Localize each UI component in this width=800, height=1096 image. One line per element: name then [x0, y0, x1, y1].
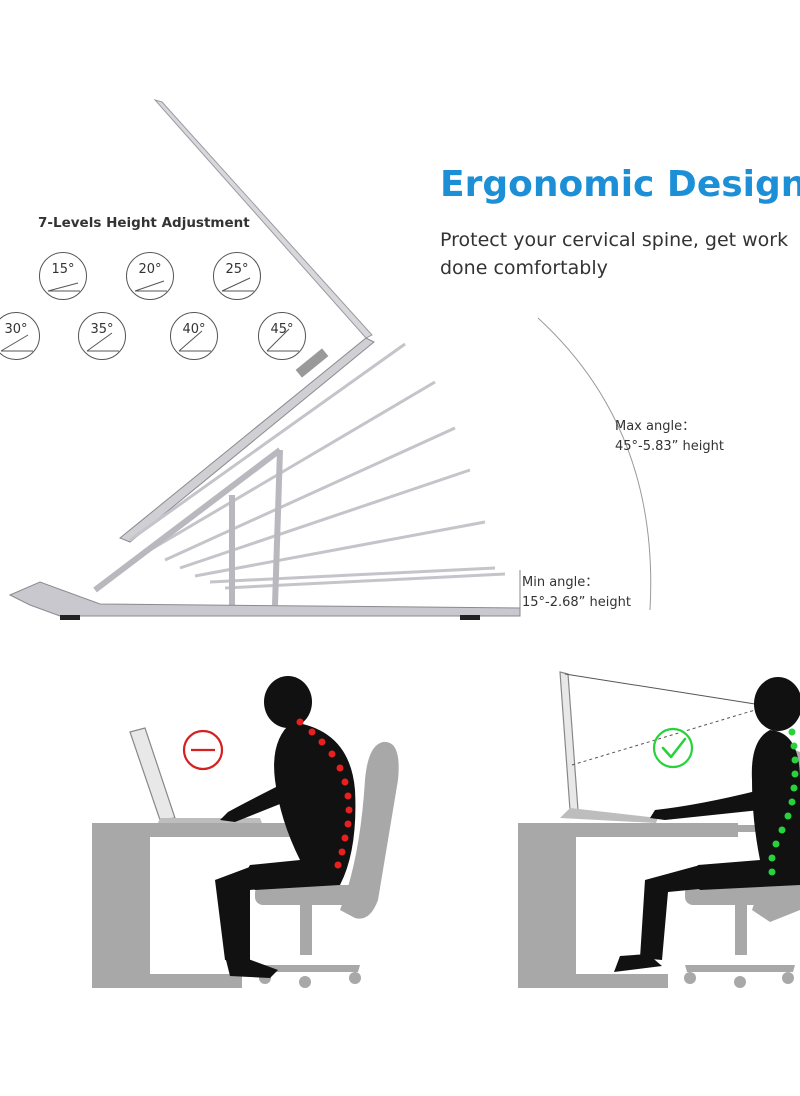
angle-label: 45°: [270, 322, 294, 337]
rubber-foot: [60, 615, 80, 620]
good-posture-scene: [518, 671, 800, 988]
stand-struts: [93, 447, 283, 606]
laptop-screen: [153, 99, 373, 339]
min-angle-label: Min angle：: [522, 575, 599, 590]
subtitle-line-2: done comfortably: [440, 257, 608, 279]
angle-arc: [537, 317, 652, 611]
angle-wedge-icon: [266, 328, 299, 352]
angle-wedge-icon: [86, 332, 119, 352]
laptop-base: [119, 337, 375, 543]
max-angle-value: 45°-5.83” height: [615, 439, 724, 454]
stand-base: [8, 581, 521, 617]
subtitle-line-1: Protect your cervical spine, get work: [440, 229, 789, 251]
angle-wedge-icon: [0, 334, 33, 352]
angle-circle-30: 30°: [0, 312, 40, 360]
levels-title: 7-Levels Height Adjustment: [38, 215, 250, 231]
sight-line: [571, 709, 756, 766]
angle-label: 35°: [90, 322, 114, 337]
laptop-base: [158, 818, 262, 823]
subtitle: Protect your cervical spine, get work do…: [440, 226, 800, 282]
angle-wedge-icon: [221, 277, 254, 292]
angle-circle-45: 45°: [258, 312, 306, 360]
person-silhouette: [215, 676, 356, 978]
angle-label: 30°: [4, 322, 28, 337]
angle-wedge-icon: [47, 282, 80, 292]
angle-circle-25: 25°: [213, 252, 261, 300]
spine-indicator-good: [768, 728, 799, 876]
stand-trays: [129, 342, 506, 590]
angle-circle-15: 15°: [39, 252, 87, 300]
max-angle-note: Max angle： 45°-5.83” height: [615, 417, 724, 457]
min-angle-note: Min angle： 15°-2.68” height: [522, 573, 631, 613]
angle-wedge-icon: [178, 330, 211, 352]
angle-circle-40: 40°: [170, 312, 218, 360]
angle-circle-35: 35°: [78, 312, 126, 360]
min-angle-value: 15°-2.68” height: [522, 595, 631, 610]
bad-posture-scene: [92, 676, 399, 988]
laptop-base: [560, 808, 658, 823]
angle-wedge-icon: [134, 280, 167, 292]
angle-label: 15°: [51, 262, 75, 277]
checkmark-icon: [652, 727, 694, 769]
no-entry-icon: [182, 729, 224, 771]
desk: [518, 823, 738, 988]
angle-label: 20°: [138, 262, 162, 277]
spine-indicator-bad: [296, 718, 353, 869]
headline: Ergonomic Design: [440, 164, 800, 205]
person-silhouette: [614, 677, 800, 972]
laptop-screen: [129, 727, 176, 821]
laptop-ports: [295, 348, 329, 378]
angle-circle-20: 20°: [126, 252, 174, 300]
max-angle-label: Max angle：: [615, 419, 696, 434]
angle-label: 25°: [225, 262, 249, 277]
laptop-stand-illustration: [8, 99, 521, 620]
rubber-foot: [460, 615, 480, 620]
desk: [92, 823, 312, 988]
sight-line: [564, 673, 756, 705]
office-chair: [255, 741, 399, 988]
laptop-screen: [559, 671, 579, 811]
